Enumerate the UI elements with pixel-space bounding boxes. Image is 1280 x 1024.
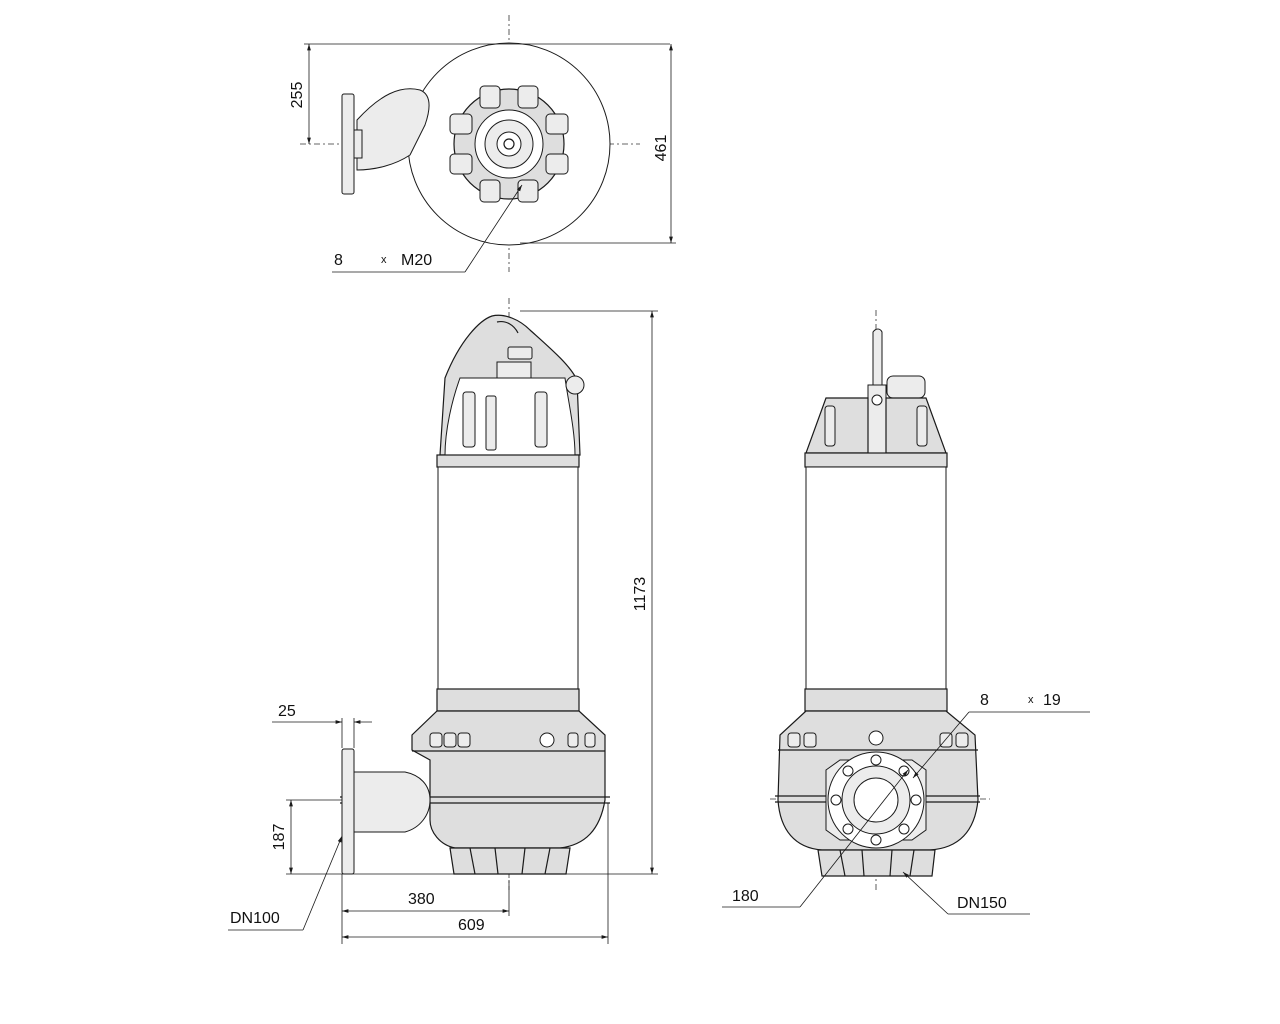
side-view: 1173 25 187 380 609 DN100 [228, 298, 658, 944]
dim-187-label: 187 [271, 824, 288, 851]
multiply-sign: x [381, 254, 387, 266]
top-view: 255 461 8 x M20 [289, 15, 676, 273]
dim-25-label: 25 [278, 703, 296, 720]
motor-top-star [449, 85, 569, 203]
bolt-count-label: 8 [334, 252, 343, 269]
dim-461-label: 461 [653, 135, 670, 162]
front-view: 8 x 19 180 DN150 [722, 310, 1090, 915]
hole-diameter-label: 19 [1043, 692, 1061, 709]
dim-609-label: 609 [458, 917, 485, 934]
outlet-size-label: DN100 [230, 910, 280, 927]
hole-count-label: 8 [980, 692, 989, 709]
bolt-holes [830, 754, 922, 846]
front-multiply-sign: x [1028, 694, 1034, 706]
inlet-size-label: DN150 [957, 895, 1007, 912]
dim-1173-label: 1173 [632, 577, 649, 612]
bolt-thread-label: M20 [401, 252, 432, 269]
bolt-circle-label: 180 [732, 888, 759, 905]
dim-380-label: 380 [408, 891, 435, 908]
dim-255-label: 255 [289, 82, 306, 109]
